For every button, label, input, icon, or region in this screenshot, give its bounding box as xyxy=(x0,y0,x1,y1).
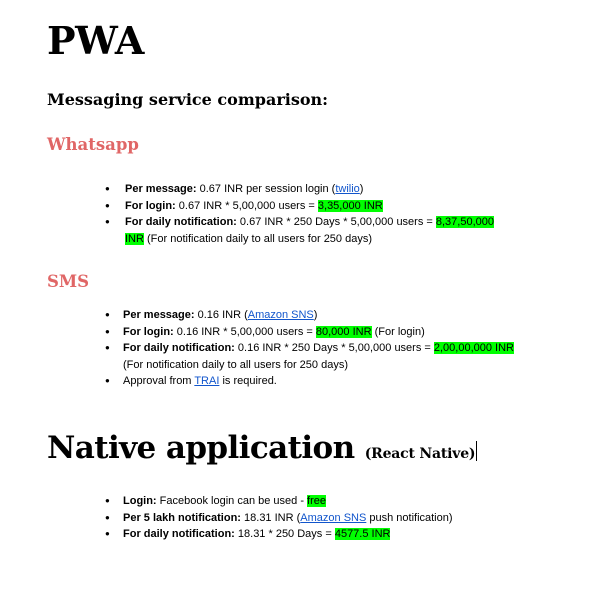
list-item: For login: 0.67 INR * 5,00,000 users = 3… xyxy=(105,198,545,215)
highlighted-value: INR xyxy=(125,232,144,245)
item-label: For login: xyxy=(123,325,174,338)
list-item: Approval from TRAI is required. xyxy=(105,373,565,390)
item-label: For daily notification: xyxy=(123,342,235,354)
list-item: For login: 0.16 INR * 5,00,000 users = 8… xyxy=(105,324,565,341)
item-text-after: (For notification daily to all users for… xyxy=(143,232,372,245)
trai-link[interactable]: TRAI xyxy=(194,375,220,387)
item-text: 0.16 INR * 250 Days * 5,00,000 users = xyxy=(234,342,434,354)
sms-list: Per message: 0.16 INR (Amazon SNS) For l… xyxy=(105,307,565,390)
item-label: Per 5 lakh notification: xyxy=(123,511,241,524)
item-text-after: ) xyxy=(359,183,364,195)
whatsapp-heading: Whatsapp xyxy=(47,135,139,154)
text-cursor xyxy=(476,441,478,461)
item-label: For login: xyxy=(125,199,176,212)
item-text: 0.67 INR * 250 Days * 5,00,000 users = xyxy=(236,216,436,228)
item-label: Login: xyxy=(123,495,157,507)
item-text-after: ) xyxy=(313,309,318,321)
native-list: Login: Facebook login can be used - free… xyxy=(105,493,565,543)
amazon-sns-link[interactable]: Amazon SNS xyxy=(300,511,367,524)
item-text-after: (For login) xyxy=(371,325,425,338)
list-item: Login: Facebook login can be used - free xyxy=(105,493,565,510)
amazon-sns-link[interactable]: Amazon SNS xyxy=(247,309,314,321)
item-text: 0.67 INR per session login ( xyxy=(196,183,336,195)
highlighted-value: 4577.5 INR xyxy=(334,528,391,540)
item-text-after: is required. xyxy=(219,375,277,387)
item-label: Per message: xyxy=(123,309,195,321)
highlighted-value: free xyxy=(307,495,327,507)
item-text-after: (For notification daily to all users for… xyxy=(123,358,348,371)
list-item: For daily notification: 0.67 INR * 250 D… xyxy=(105,214,545,247)
item-text-after: push notification) xyxy=(366,511,453,524)
item-text: Facebook login can be used - xyxy=(156,495,308,507)
highlighted-value: 80,000 INR xyxy=(315,325,372,338)
item-text: 0.16 INR * 5,00,000 users = xyxy=(173,325,316,338)
list-item: For daily notification: 0.16 INR * 250 D… xyxy=(105,340,565,373)
whatsapp-list: Per message: 0.67 INR per session login … xyxy=(105,181,545,247)
item-label: For daily notification: xyxy=(123,528,235,540)
item-text: 18.31 * 250 Days = xyxy=(234,528,335,540)
list-item: Per message: 0.16 INR (Amazon SNS) xyxy=(105,307,565,324)
highlighted-value: 3,35,000 INR xyxy=(317,199,383,212)
messaging-comparison-heading: Messaging service comparison: xyxy=(47,90,329,109)
item-text: 18.31 INR ( xyxy=(240,511,301,524)
native-title-text: Native application xyxy=(47,430,355,466)
twilio-link[interactable]: twilio xyxy=(335,183,360,195)
item-text: 0.16 INR ( xyxy=(194,309,248,321)
native-application-title: Native application (React Native) xyxy=(47,426,478,476)
list-item: For daily notification: 18.31 * 250 Days… xyxy=(105,526,565,543)
item-text: Approval from xyxy=(123,375,195,387)
item-text: 0.67 INR * 5,00,000 users = xyxy=(175,199,318,212)
list-item: Per 5 lakh notification: 18.31 INR (Amaz… xyxy=(105,510,565,527)
native-subtitle: (React Native) xyxy=(364,446,476,462)
list-item: Per message: 0.67 INR per session login … xyxy=(105,181,545,198)
item-label: For daily notification: xyxy=(125,216,237,228)
sms-heading: SMS xyxy=(47,272,90,291)
item-label: Per message: xyxy=(125,183,197,195)
highlighted-value: 8,37,50,000 xyxy=(435,216,494,228)
highlighted-value: 2,00,00,000 INR xyxy=(433,342,514,354)
pwa-title: PWA xyxy=(47,18,144,63)
